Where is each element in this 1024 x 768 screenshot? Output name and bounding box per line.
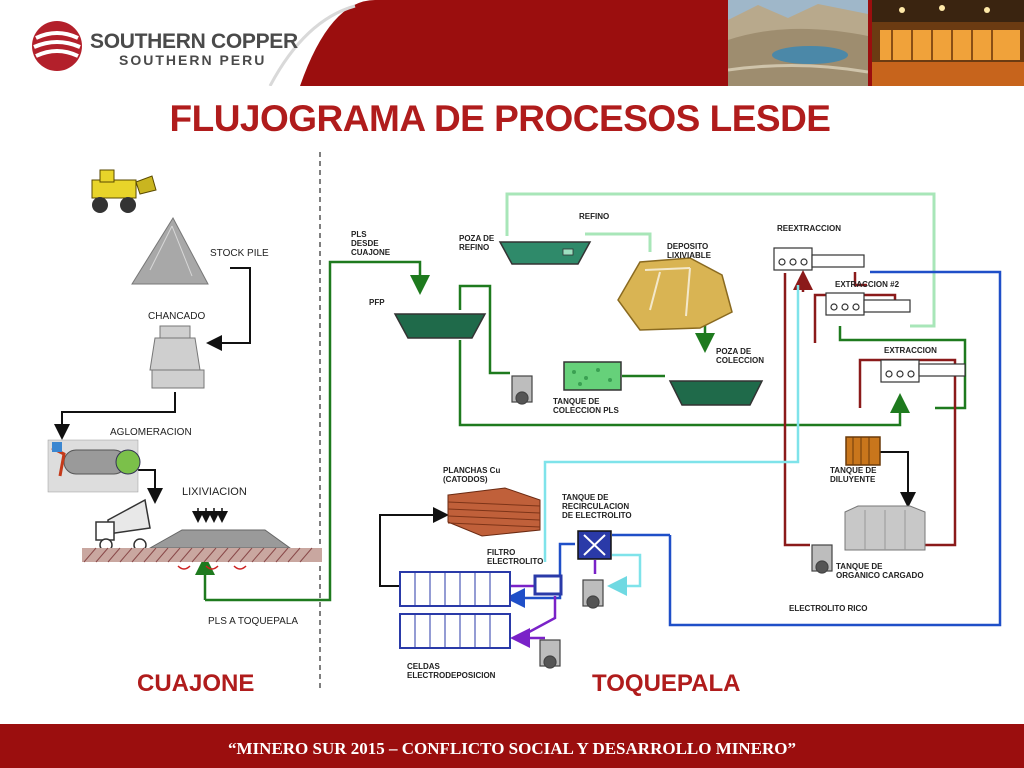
label-pls-desde-cuajone: PLS DESDE CUAJONE	[351, 230, 391, 257]
diluent-tank	[845, 436, 881, 466]
organic-tank	[844, 505, 926, 551]
flow-agglomeration-to-leach	[138, 469, 163, 504]
footer-band	[0, 724, 1024, 768]
label-tanque-diluyente: TANQUE DE DILUYENTE	[830, 466, 877, 484]
flow-cells-to-plates	[379, 507, 449, 587]
ground-strip	[82, 548, 322, 562]
label-lixiviacion: LIXIVIACION	[182, 486, 247, 498]
label-planchas: PLANCHAS Cu (CATODOS)	[443, 466, 501, 484]
label-tanque-organico: TANQUE DE ORGANICO CARGADO	[836, 562, 924, 580]
electrolyte-filter	[533, 574, 563, 596]
southern-copper-logo-icon	[32, 21, 82, 71]
logo-text-primary: SOUTHERN COPPER	[90, 30, 298, 53]
flow-organic-to-ext2	[858, 358, 957, 547]
extraccion-unit	[880, 359, 966, 383]
flow-pfp-to-pls-tank	[458, 284, 510, 375]
pfp-pool	[393, 313, 487, 339]
label-poza-coleccion: POZA DE COLECCION	[716, 347, 764, 365]
flow-stockpile-to-crusher	[206, 267, 251, 351]
label-tanque-coleccion-pls: TANQUE DE COLECCION PLS	[553, 397, 619, 415]
stockpile-cone	[131, 216, 209, 285]
label-celdas: CELDAS ELECTRODEPOSICION	[407, 662, 496, 680]
crusher-icon	[149, 325, 205, 389]
flow-pls-to-extraccion	[458, 340, 910, 427]
agglomeration-drum-icon	[47, 439, 141, 493]
flow-filter-down	[517, 596, 557, 640]
leach-pad	[148, 529, 292, 549]
label-aglomeracion: AGLOMERACION	[110, 427, 192, 438]
region-label-toquepala: TOQUEPALA	[592, 670, 741, 697]
front-loader-icon	[91, 169, 157, 213]
label-pfp: PFP	[369, 298, 385, 307]
label-extraccion: EXTRACCION	[884, 346, 937, 355]
flow-cyan-to-reextraction	[543, 285, 800, 562]
footer-caption: “MINERO SUR 2015 – CONFLICTO SOCIAL Y DE…	[228, 739, 796, 758]
label-pls-toquepala: PLS A TOQUEPALA	[208, 616, 299, 627]
label-tanque-recirculacion: TANQUE DE RECIRCULACION DE ELECTROLITO	[562, 493, 632, 520]
deposito-lixiviable	[617, 257, 733, 331]
flow-tank-to-cells	[505, 542, 575, 608]
flow-diluent-to-organic	[880, 451, 916, 508]
flow-pls-to-toquepala	[205, 260, 430, 602]
label-chancado: CHANCADO	[148, 311, 206, 322]
tankhouse-photo	[872, 0, 1024, 86]
pls-collection-tank	[563, 361, 622, 391]
pumps	[511, 375, 833, 669]
mine-pit-photo	[728, 0, 868, 86]
flow-ext-to-ext2	[853, 272, 867, 287]
label-electrolito-rico: ELECTROLITO RICO	[789, 604, 868, 613]
flow-refino-loop	[505, 192, 936, 328]
region-label-cuajone: CUAJONE	[137, 670, 255, 697]
poza-refino	[498, 241, 592, 265]
label-extraccion2: EXTRACCION #2	[835, 280, 900, 289]
electrowinning-cells	[399, 571, 511, 649]
flow-electrolito-rico	[668, 270, 1002, 627]
flow-refino-to-deposito	[585, 232, 652, 252]
poza-coleccion	[668, 380, 764, 406]
logo-text-secondary: SOUTHERN PERU	[119, 52, 267, 68]
reextraccion-unit	[773, 247, 865, 271]
label-deposito-lixiviable: DEPOSITO LIXIVIABLE	[667, 242, 712, 260]
flow-crusher-to-agglomeration	[54, 392, 176, 440]
dump-truck-icon	[95, 498, 151, 552]
label-refino: REFINO	[579, 212, 610, 221]
flow-organic-reextraction	[783, 273, 810, 547]
extraccion2-unit	[825, 292, 911, 316]
label-stock-pile: STOCK PILE	[210, 248, 269, 259]
label-filtro: FILTRO ELECTROLITO	[487, 548, 544, 566]
flow-cyan-filter	[607, 553, 642, 596]
copper-cathodes	[447, 487, 541, 537]
recirculation-tank	[577, 530, 612, 560]
page-title: FLUJOGRAMA DE PROCESOS LESDE	[169, 98, 831, 139]
label-reextraccion: REEXTRACCION	[777, 224, 842, 233]
label-poza-refino: POZA DE REFINO	[459, 234, 495, 252]
